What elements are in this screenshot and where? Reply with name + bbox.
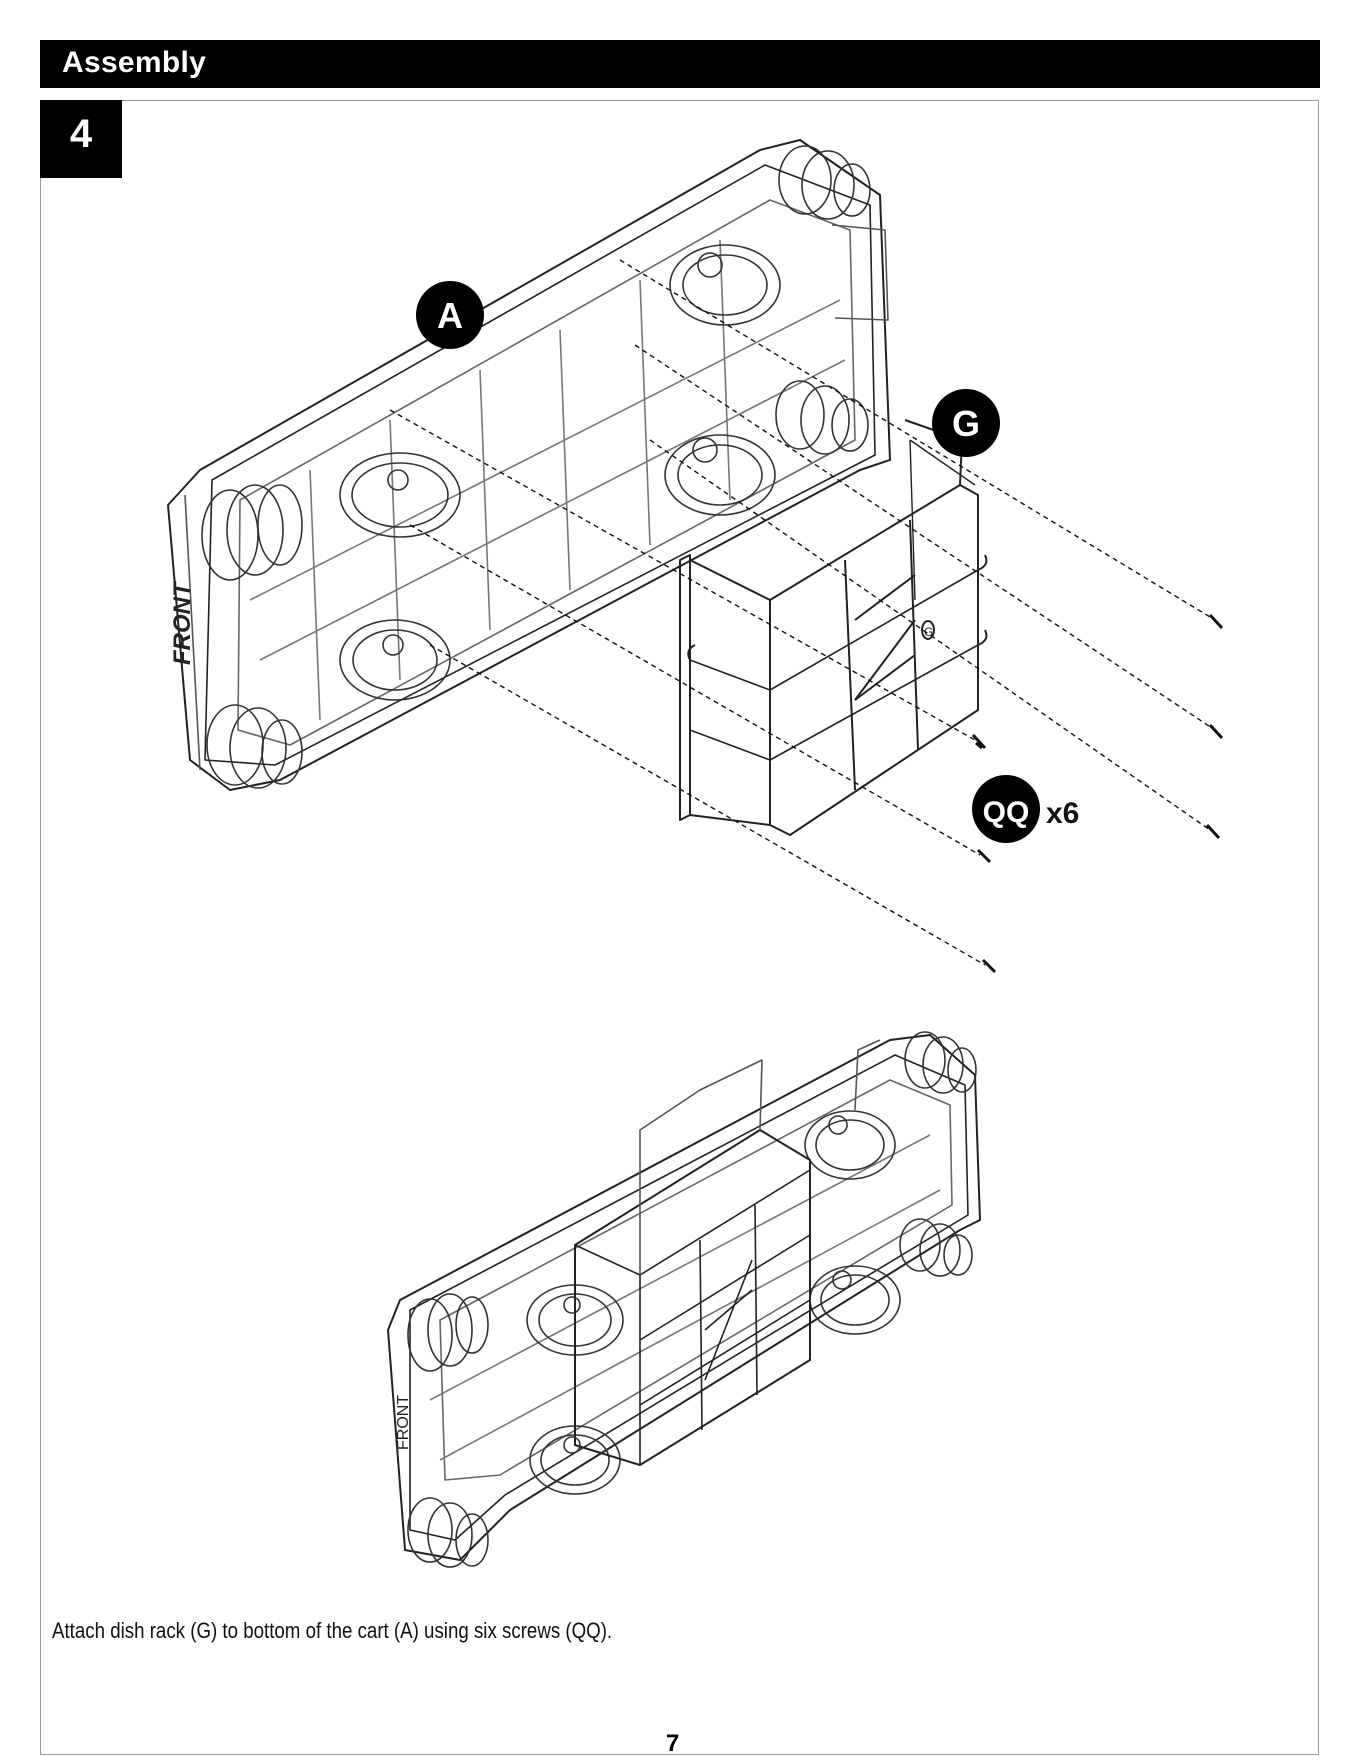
dish-rack-exploded: G [680, 420, 986, 835]
front-label: FRONT [169, 580, 196, 665]
cart-exploded [168, 140, 890, 790]
callout-qq-label: QQ [983, 796, 1030, 829]
cart-assembled [388, 1032, 980, 1567]
page-number: 7 [666, 1730, 679, 1758]
screw-quantity: x6 [1046, 797, 1079, 830]
alignment-lines [390, 260, 1215, 965]
callout-a-label: A [437, 295, 463, 336]
callout-g-label: G [952, 403, 980, 444]
front-label-assembled: FRONT [395, 1395, 412, 1450]
instruction-text: Attach dish rack (G) to bottom of the ca… [52, 1618, 612, 1644]
